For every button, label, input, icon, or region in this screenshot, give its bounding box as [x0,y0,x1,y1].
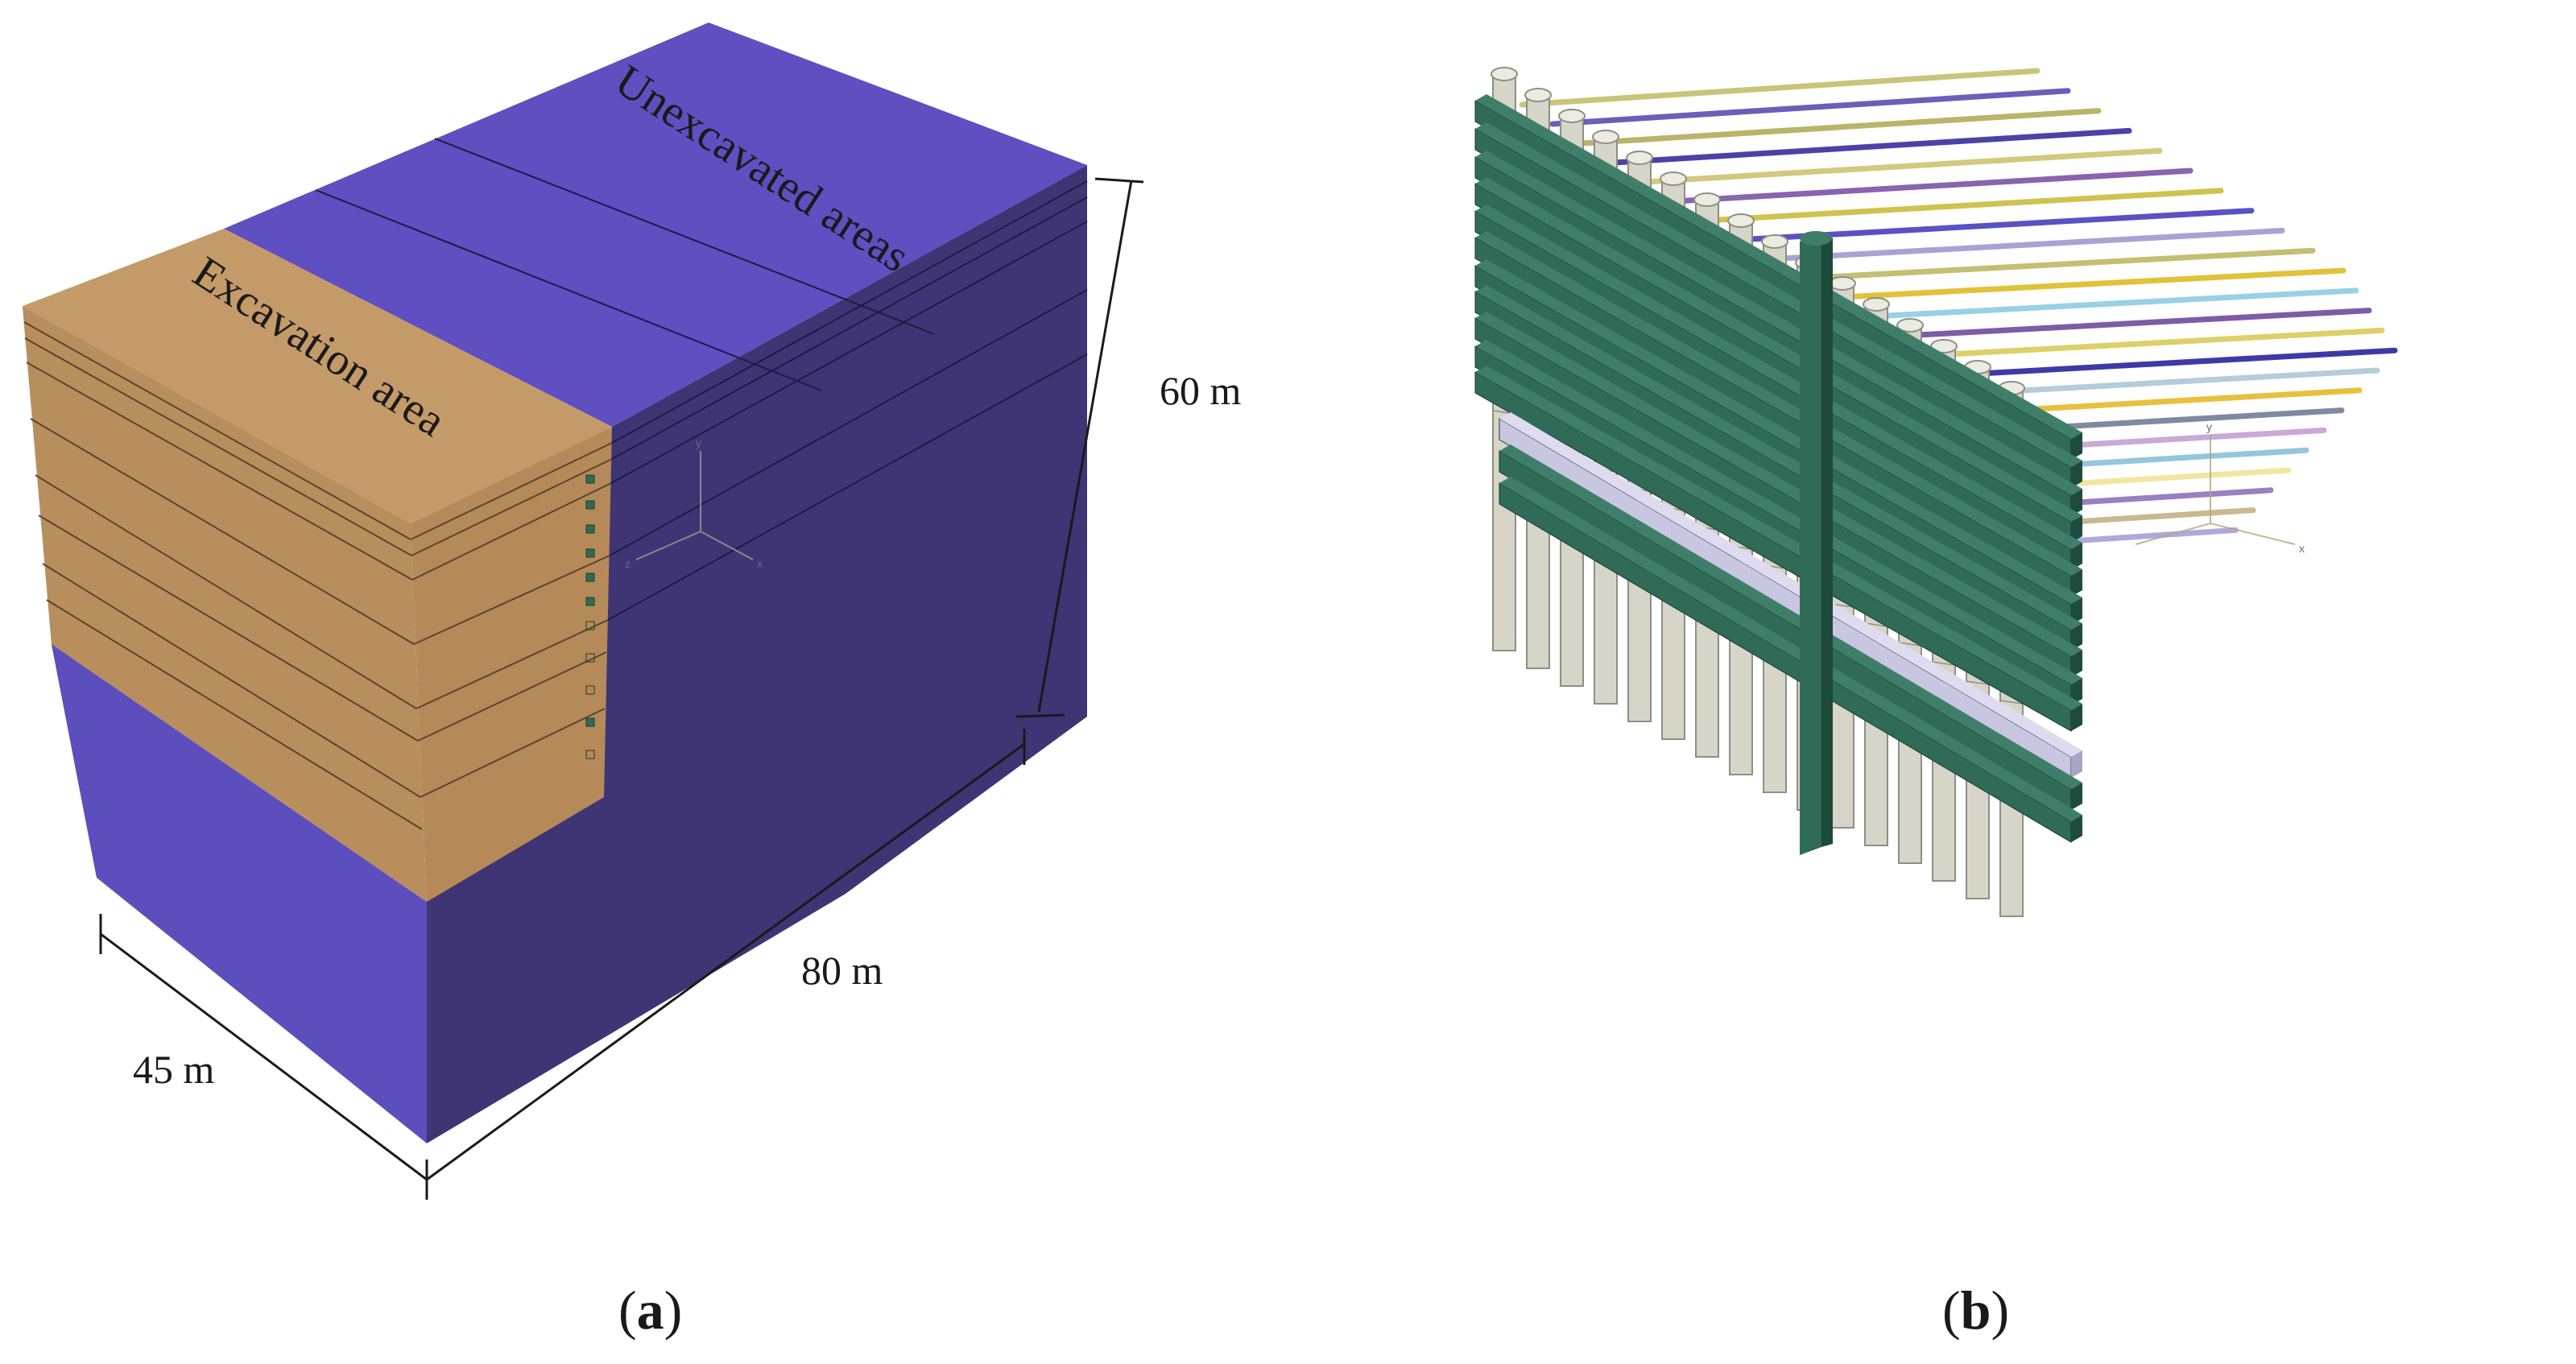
anchor-rod [1764,227,2285,262]
anchor-rod [1886,308,2372,340]
anchor-rod [1702,188,2224,224]
anchor-rod [1672,167,2194,205]
axis-label-x-b: x [2299,542,2305,555]
width-dimension-label: 45 m [133,1047,215,1092]
anchor-rod [1549,88,2071,127]
axis-triad-b [2135,435,2296,545]
axis-label-y: y [696,436,701,449]
anchor-rod [1916,327,2385,359]
wale-beam [1499,477,2082,843]
anchor-rod [1794,247,2316,282]
excavation-top [23,229,612,523]
soil-front-face [52,644,427,1143]
axis-label-x: x [757,557,763,570]
panel-b-support-structure: y x [1474,67,2398,917]
caption-b: (b) [1942,1279,2009,1341]
height-dimension-label: 60 m [1160,368,1242,413]
monitoring-markers [585,474,595,759]
axis-triad-a [635,451,754,560]
anchor-rod [1947,347,2398,378]
excavation-front [23,306,427,902]
anchor-rod [1519,68,2041,108]
anchor-rod [1611,127,2132,166]
dimension-lines [99,177,1144,1200]
center-column [1800,231,1833,855]
anchor-rod [1580,108,2102,147]
wale-beams [1474,94,2082,843]
anchor-rod [1825,267,2347,301]
length-dimension-label: 80 m [801,948,883,993]
caption-a: (a) [618,1279,682,1341]
axis-label-y-b: y [2206,420,2212,433]
crown-beam [1499,412,2082,779]
panel-a-soil-model: y x z Excavation area Unexcavated areas … [23,23,1242,1200]
soil-side-face [427,165,1087,1143]
wale-beam [1474,366,2082,732]
axis-label-z: z [625,557,631,570]
anchor-rod [1641,147,2163,185]
anchor-rod [1855,287,2359,320]
